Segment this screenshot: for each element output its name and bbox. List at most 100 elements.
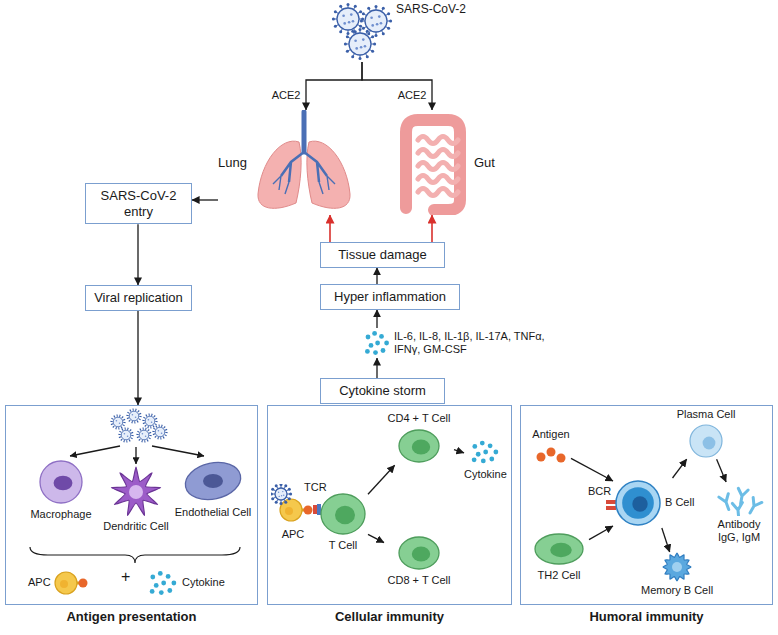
dendritic-icon [109, 466, 163, 518]
gut-icon [392, 110, 472, 215]
apc-icon [53, 568, 91, 598]
node-label: CD4 + T Cell [388, 412, 451, 425]
virus-group: SARS-CoV-2 [330, 2, 466, 62]
node-label: Cytokine [464, 468, 507, 481]
flow-arrow [376, 268, 377, 284]
process-box: Hyper inflammation [320, 284, 460, 310]
node-label: Antibody IgG, IgM [709, 518, 769, 544]
node-label: Antigen [532, 428, 569, 441]
node-label: TH2 Cell [538, 569, 581, 582]
node-label: Macrophage [30, 508, 91, 521]
node-label: Endothelial Cell [175, 506, 251, 519]
dots-icon [362, 328, 392, 358]
gut-organ: Gut [392, 110, 495, 215]
box-label: SARS-CoV-2 entry [92, 188, 185, 219]
flow-arrow [362, 62, 432, 110]
process-box: SARS-CoV-2 entry [85, 183, 192, 224]
panel-heading: Humoral immunity [521, 609, 772, 625]
node-label: B Cell [665, 496, 694, 509]
flow-arrow [376, 310, 377, 328]
cell-node: T Cell [318, 491, 368, 552]
flow-arrow [376, 358, 377, 378]
flow-arrow [306, 62, 362, 110]
flow-arrow [717, 459, 726, 482]
node-label: APC [282, 528, 305, 541]
group-bracket [30, 547, 240, 563]
tcell-icon [318, 491, 368, 537]
antigen-node: Antigen [531, 428, 571, 467]
flow-arrow [192, 199, 218, 200]
cell-node: Memory B Cell [641, 552, 713, 597]
cell-node: TH2 Cell [529, 531, 589, 582]
node-label: T Cell [329, 539, 358, 552]
cell-node: B Cell [613, 478, 694, 528]
cell-node: Macrophage [26, 458, 96, 521]
node-label: Gut [474, 155, 495, 171]
cytokine-list: IL-6, IL-8, IL-1β, IL-17A, TNFα, IFNγ, G… [362, 328, 572, 358]
node-label: SARS-CoV-2 [396, 2, 466, 16]
box-label: Viral replication [94, 290, 183, 306]
infection-arrows [70, 446, 204, 464]
immune-panel: Humoral immunityAntigenTH2 CellB CellPla… [520, 405, 773, 605]
process-box: Cytokine storm [320, 378, 445, 404]
process-box: Viral replication [85, 285, 192, 311]
receptor-label: BCR [588, 485, 611, 497]
node-label: CD8 + T Cell [388, 574, 451, 587]
box-label: Tissue damage [338, 247, 426, 263]
process-box: Tissue damage [320, 242, 445, 268]
cell-node: Dendritic Cell [101, 466, 171, 533]
tcr-receptor [313, 504, 321, 515]
node-label: Lung [218, 155, 247, 171]
flow-arrow [329, 215, 331, 242]
bcell-icon [613, 478, 663, 528]
flow-arrow [571, 458, 613, 481]
cell-node: CD8 + T Cell [384, 534, 454, 587]
receptor-label: TCR [304, 481, 327, 493]
bcr-receptor [606, 500, 616, 510]
box-label: Hyper inflammation [334, 289, 446, 305]
edge-label: ACE2 [271, 89, 302, 101]
macrophage-icon [36, 458, 86, 506]
node-label: Plasma Cell [677, 408, 736, 421]
panel-heading: Cellular immunity [268, 609, 511, 625]
endothelial-icon [182, 458, 244, 504]
tcell-icon [532, 531, 586, 567]
flow-arrow [368, 534, 384, 542]
flow-arrow [368, 465, 395, 494]
antibody-node: Antibody IgG, IgM [709, 482, 769, 544]
plus-sign: + [121, 568, 130, 586]
flow-arrow [137, 224, 138, 285]
flow-arrow [673, 459, 687, 478]
node-label: Memory B Cell [641, 584, 713, 597]
flow-arrow [137, 311, 138, 405]
node-label: Cytokine [182, 576, 225, 589]
dots-icon [146, 568, 180, 598]
edge-label: ACE2 [397, 89, 428, 101]
node-label: IL-6, IL-8, IL-1β, IL-17A, TNFα, IFNγ, G… [394, 330, 572, 356]
virus3-icon [330, 2, 394, 62]
node-label: Dendritic Cell [103, 520, 168, 533]
tcell-icon [396, 534, 442, 572]
node-label: APC [28, 576, 51, 589]
lung-icon [249, 110, 359, 215]
plasma-icon [686, 423, 726, 459]
flow-arrow [454, 450, 464, 453]
memory-icon [661, 552, 693, 582]
lung-organ: Lung [218, 110, 359, 215]
cytokine-node: Cytokine [146, 568, 225, 598]
tcell-icon [396, 427, 442, 465]
flow-arrow [662, 528, 670, 552]
immune-panel: Cellular immunityAPCT CellCD4 + T CellCD… [267, 405, 512, 605]
flow-arrow [589, 526, 613, 540]
cell-node: Plasma Cell [671, 408, 741, 459]
cytokine-node: Cytokine [464, 438, 507, 481]
panel-heading: Antigen presentation [6, 609, 257, 625]
cell-node: APC [28, 568, 91, 598]
cell-node: CD4 + T Cell [384, 412, 454, 465]
dots-icon [468, 438, 502, 466]
antigen-icon [531, 443, 571, 467]
flow-arrow [431, 215, 433, 242]
